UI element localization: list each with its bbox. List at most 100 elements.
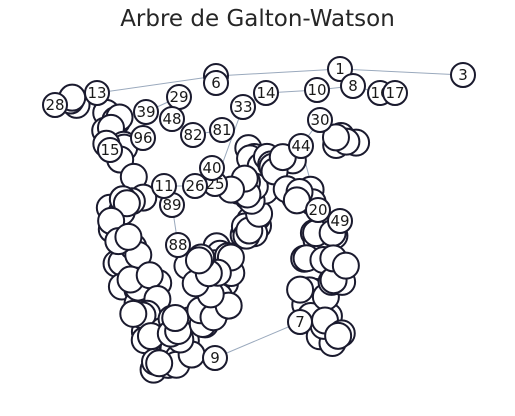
tree-node: 20 bbox=[305, 197, 331, 223]
tree-node-label: 17 bbox=[385, 84, 404, 102]
tree-node: 29 bbox=[166, 84, 192, 110]
tree-node-label: 15 bbox=[100, 141, 119, 159]
tree-node-circle bbox=[182, 173, 208, 199]
tree-node-circle bbox=[382, 80, 408, 106]
tree-node-circle bbox=[180, 122, 206, 148]
tree-node-label: 96 bbox=[133, 129, 152, 147]
tree-node-label: 89 bbox=[162, 196, 181, 214]
tree-node-cluster bbox=[331, 251, 360, 280]
tree-node-circle bbox=[84, 80, 110, 106]
tree-node: 33 bbox=[230, 94, 256, 120]
tree-node-circle bbox=[159, 106, 185, 132]
tree-node-cluster bbox=[135, 261, 164, 290]
tree-node-label: 29 bbox=[169, 88, 188, 106]
tree-node-label: 6 bbox=[211, 74, 221, 92]
tree-node: 82 bbox=[180, 122, 206, 148]
tree-node-label: 39 bbox=[136, 103, 155, 121]
tree-node-cluster bbox=[114, 222, 143, 251]
tree-node: 17 bbox=[382, 80, 408, 106]
tree-node-circle bbox=[230, 94, 256, 120]
tree-node: 88 bbox=[165, 232, 191, 258]
tree-node: 44 bbox=[288, 133, 314, 159]
tree-node: 30 bbox=[307, 107, 333, 133]
tree-node-cluster bbox=[161, 304, 190, 333]
tree-node-circle bbox=[42, 92, 68, 118]
tree-node-cluster bbox=[286, 275, 315, 304]
tree-node-circle bbox=[304, 77, 330, 103]
tree-node: 1 bbox=[327, 56, 353, 82]
chart-title: Arbre de Galton-Watson bbox=[120, 6, 395, 32]
tree-node-label: 26 bbox=[185, 177, 204, 195]
tree-node-circle bbox=[327, 56, 353, 82]
tree-node: 14 bbox=[253, 80, 279, 106]
tree-node-label: 13 bbox=[87, 84, 106, 102]
tree-edge bbox=[339, 68, 464, 78]
tree-node-circle bbox=[199, 155, 225, 181]
tree-node-circle bbox=[151, 173, 177, 199]
tree-node: 81 bbox=[209, 117, 235, 143]
tree-node-label: 11 bbox=[154, 177, 173, 195]
tree-node-cluster bbox=[119, 299, 148, 328]
tree-node-circle bbox=[209, 117, 235, 143]
tree-edge bbox=[96, 75, 217, 95]
tree-node-cluster bbox=[324, 321, 353, 350]
tree-node-circle bbox=[202, 345, 228, 371]
tree-node: 13 bbox=[84, 80, 110, 106]
tree-node-label: 30 bbox=[310, 111, 329, 129]
tree-node-circle bbox=[287, 309, 313, 335]
tree-node-cluster bbox=[145, 349, 174, 378]
tree-node: 6 bbox=[203, 70, 229, 96]
tree-node-label: 44 bbox=[291, 137, 310, 155]
tree-node-label: 81 bbox=[212, 121, 231, 139]
tree-node: 15 bbox=[97, 137, 123, 163]
tree-node-cluster bbox=[112, 189, 141, 218]
tree-node-label: 28 bbox=[45, 96, 64, 114]
tree-node-label: 9 bbox=[210, 349, 220, 367]
tree-node-circle bbox=[288, 133, 314, 159]
tree-node-circle bbox=[130, 125, 156, 151]
tree-node-circle bbox=[450, 62, 476, 88]
tree-node-label: 14 bbox=[256, 84, 275, 102]
tree-node-label: 88 bbox=[168, 236, 187, 254]
tree-edge bbox=[215, 68, 341, 79]
tree-node-label: 82 bbox=[183, 126, 202, 144]
tree-node: 11 bbox=[151, 173, 177, 199]
tree-node-circle bbox=[253, 80, 279, 106]
tree-node-cluster bbox=[184, 246, 213, 275]
tree-nodes: 1346810131416172933392526828148309689881… bbox=[42, 56, 476, 384]
tree-node: 40 bbox=[199, 155, 225, 181]
tree-node-label: 3 bbox=[458, 66, 468, 84]
tree-node-circle bbox=[307, 107, 333, 133]
tree-node: 49 bbox=[327, 208, 353, 234]
tree-node: 10 bbox=[304, 77, 330, 103]
tree-node-circle bbox=[165, 232, 191, 258]
tree-node-circle bbox=[340, 73, 366, 99]
tree-node-label: 1 bbox=[335, 60, 345, 78]
tree-node: 3 bbox=[450, 62, 476, 88]
tree-node-label: 20 bbox=[308, 201, 327, 219]
tree-node: 48 bbox=[159, 106, 185, 132]
tree-node-circle bbox=[305, 197, 331, 223]
tree-node-label: 33 bbox=[233, 98, 252, 116]
tree-node: 7 bbox=[287, 309, 313, 335]
tree-node-circle bbox=[97, 137, 123, 163]
tree-node: 89 bbox=[159, 192, 185, 218]
tree-node-circle bbox=[327, 208, 353, 234]
tree-node-label: 48 bbox=[162, 110, 181, 128]
tree-node-label: 8 bbox=[348, 77, 358, 95]
tree-node: 26 bbox=[182, 173, 208, 199]
tree-node: 9 bbox=[202, 345, 228, 371]
tree-node-label: 40 bbox=[202, 159, 221, 177]
tree-node-circle bbox=[133, 99, 159, 125]
tree-node-label: 7 bbox=[295, 313, 305, 331]
tree-node: 28 bbox=[42, 92, 68, 118]
tree-node: 39 bbox=[133, 99, 159, 125]
tree-node-label: 49 bbox=[330, 212, 349, 230]
tree-node-circle bbox=[203, 70, 229, 96]
tree-node: 96 bbox=[130, 125, 156, 151]
tree-node-label: 10 bbox=[307, 81, 326, 99]
tree-edge bbox=[214, 321, 301, 359]
tree-node: 8 bbox=[340, 73, 366, 99]
tree-node-cluster bbox=[321, 123, 350, 152]
